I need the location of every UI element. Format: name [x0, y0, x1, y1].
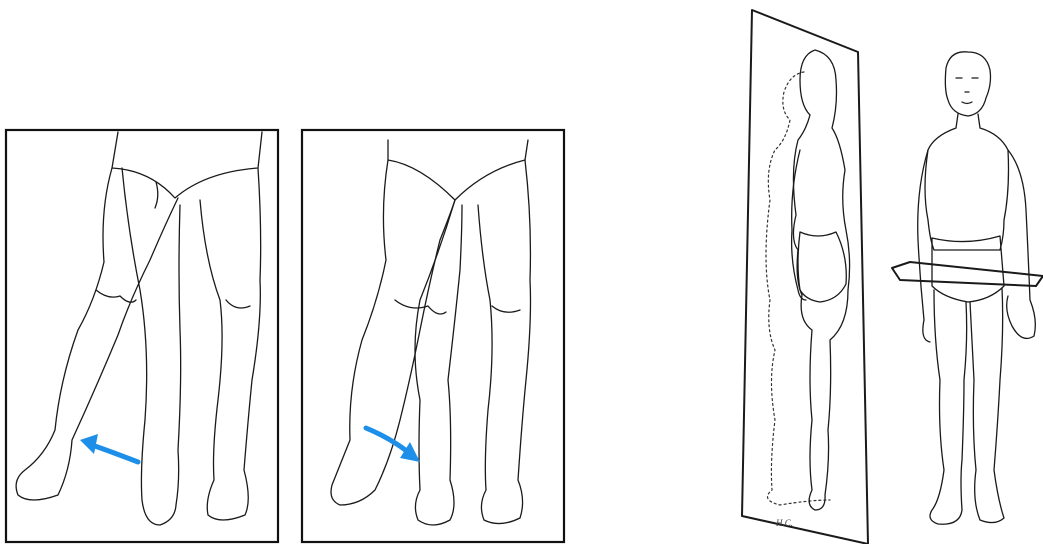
left-arm [918, 150, 930, 342]
abducted-leg [16, 168, 178, 500]
body-outline [793, 50, 849, 510]
hip-crease [155, 182, 158, 208]
adducted-leg [331, 160, 455, 505]
right-knee-detail [226, 300, 250, 308]
right-leg [970, 288, 1004, 523]
figure-transverse-plane [892, 52, 1043, 524]
adduction-arrow [366, 428, 408, 452]
adduction-arrowhead [400, 442, 420, 462]
right-leg [200, 168, 261, 520]
panel-frame [302, 130, 564, 542]
knee-detail [395, 300, 446, 314]
panel-leg-adduction [302, 130, 564, 542]
torso-outline [925, 114, 1009, 250]
right-knee-detail [492, 306, 520, 312]
right-leg [478, 160, 531, 524]
illustrator-initials: H.C. [775, 518, 793, 528]
briefs-outline [798, 232, 846, 302]
supporting-leg [122, 168, 181, 525]
abduction-arrow [92, 445, 138, 462]
panel-leg-abduction [6, 130, 278, 542]
briefs-outline [388, 140, 528, 200]
right-arm [1007, 150, 1036, 338]
head-outline [945, 52, 990, 116]
figure-sagittal-plane: H.C. [742, 10, 868, 544]
transverse-plane [892, 262, 1043, 286]
briefs-outline [112, 132, 262, 198]
supporting-leg [415, 200, 462, 525]
face-detail [956, 78, 978, 104]
abduction-arrowhead [80, 434, 98, 454]
knee-detail [96, 290, 136, 302]
left-leg [930, 290, 967, 524]
